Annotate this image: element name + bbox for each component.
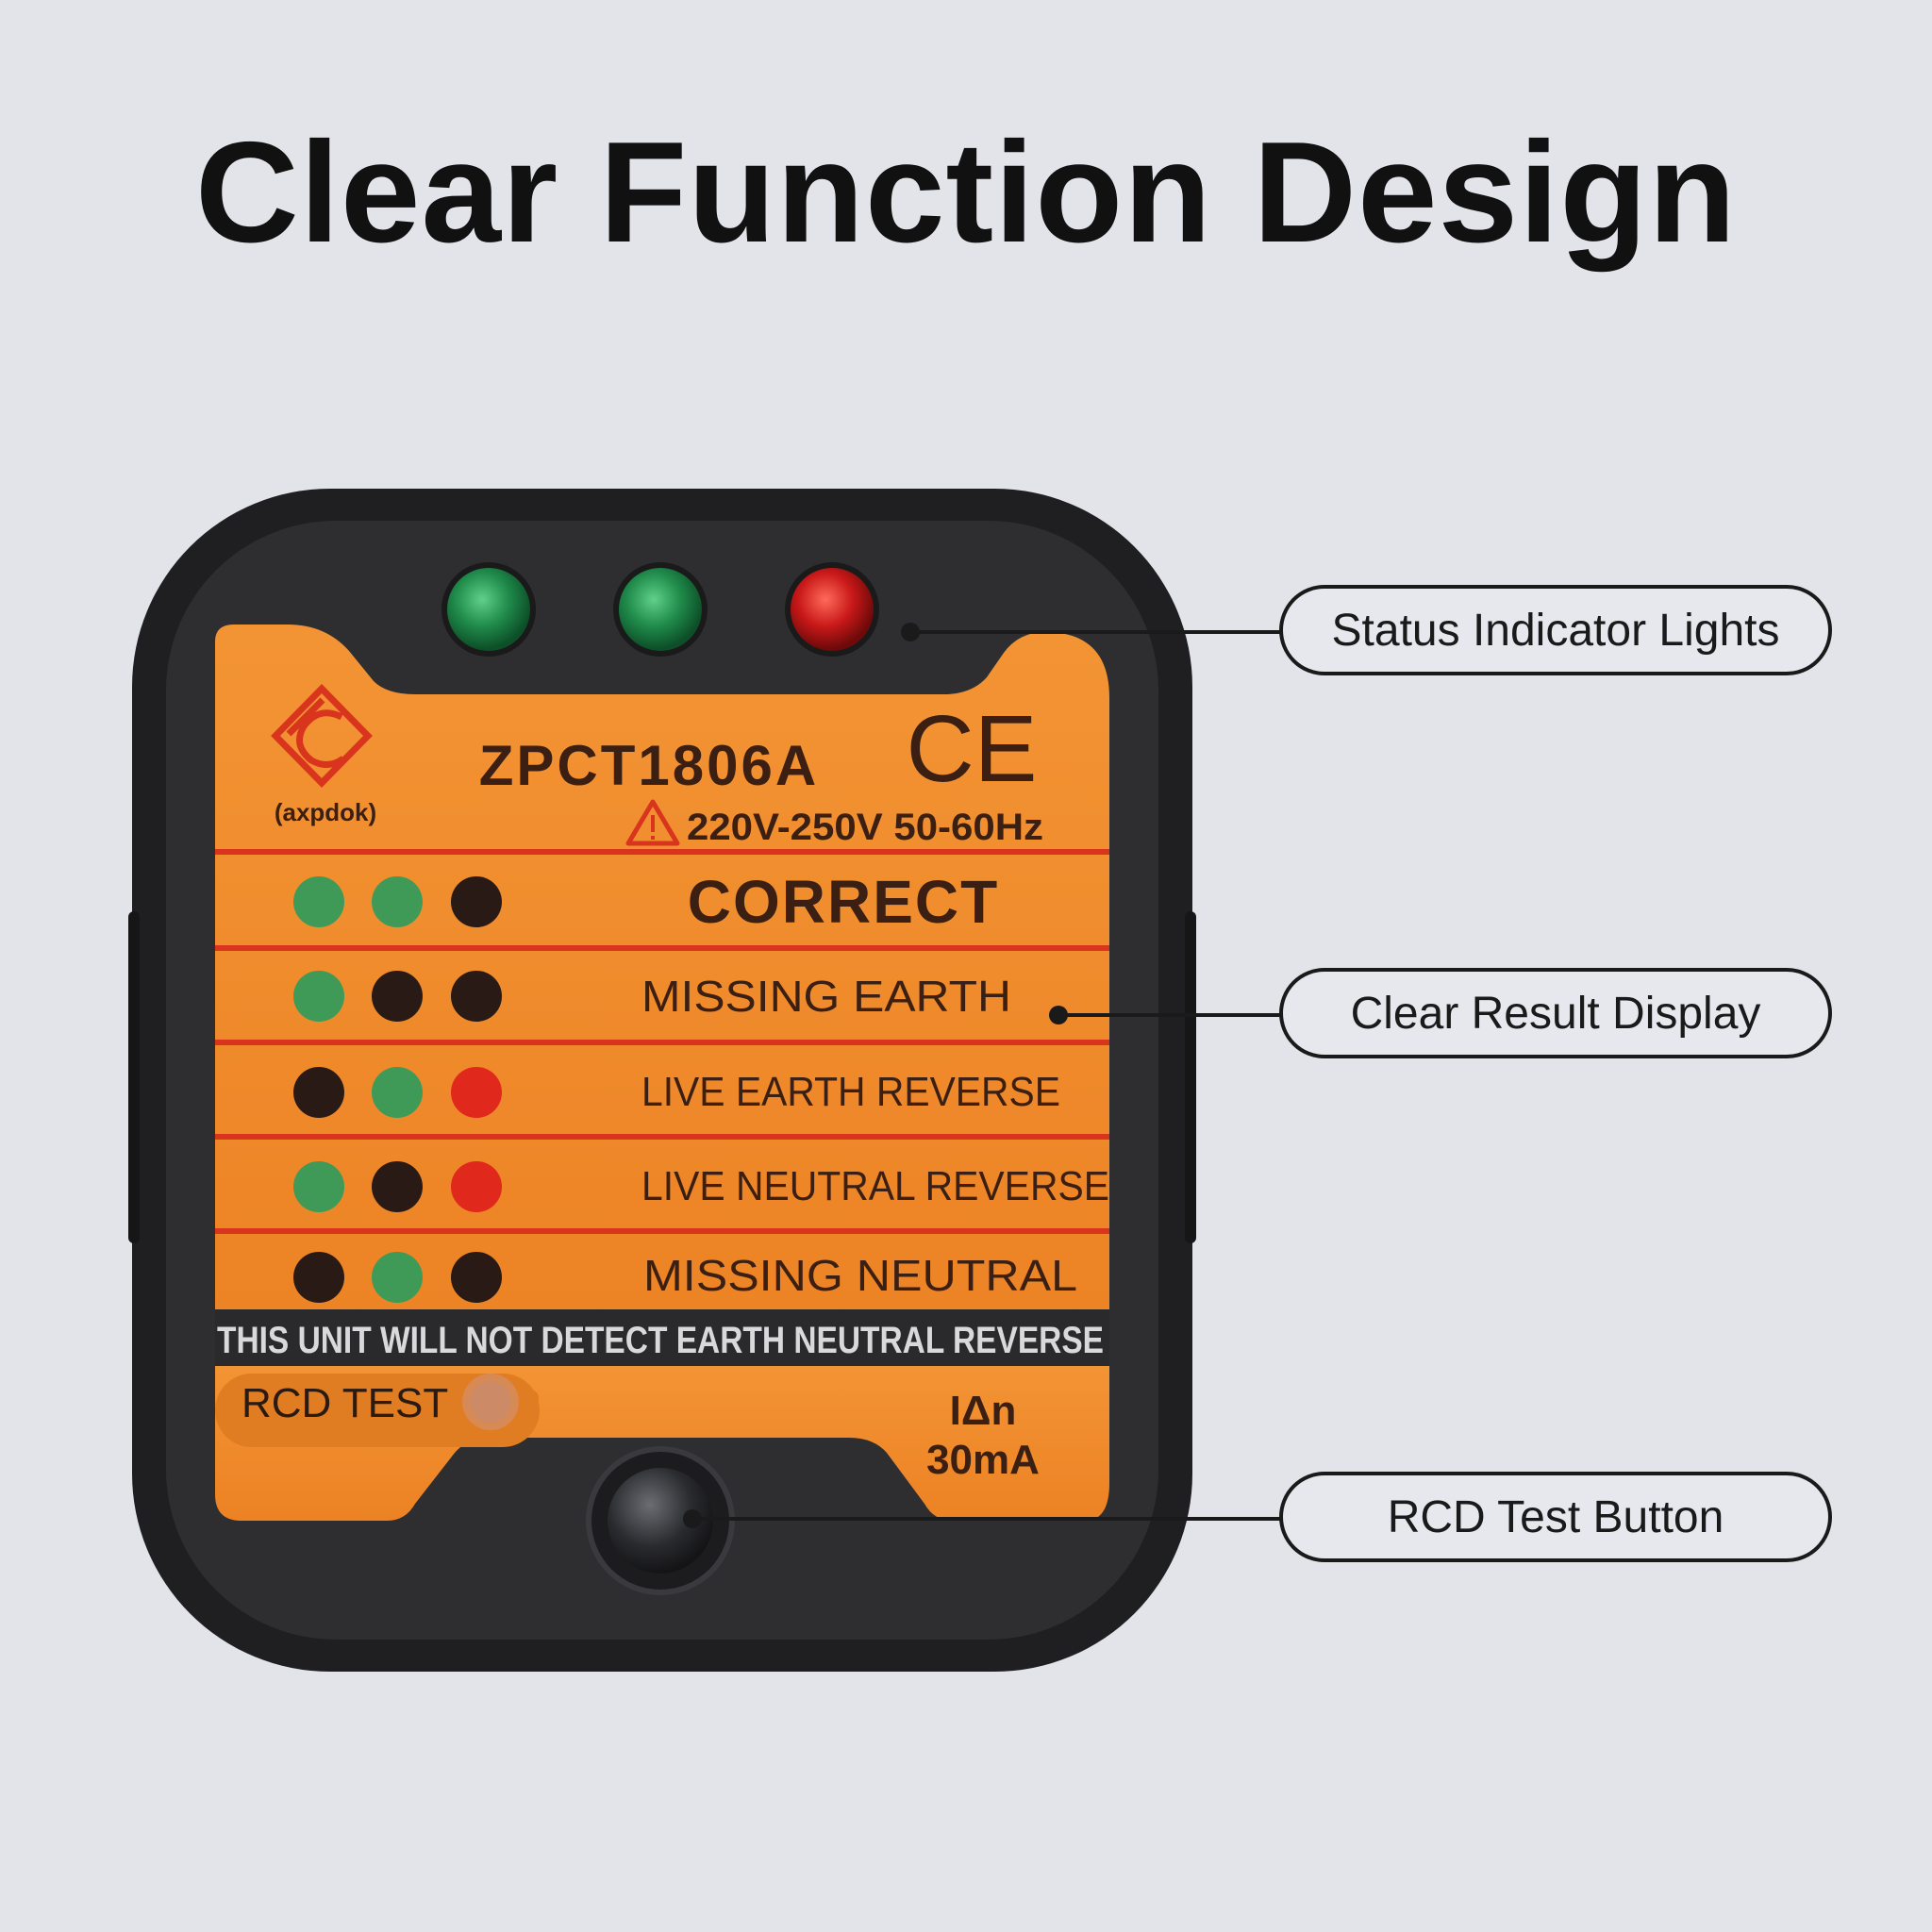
row-led	[293, 876, 344, 927]
row-led	[372, 1067, 423, 1118]
rcd-test-label: RCD TEST	[242, 1380, 448, 1426]
row-divider	[215, 1228, 1109, 1234]
row-label-missing-neutral: MISSING NEUTRAL	[643, 1251, 1077, 1300]
warning-triangle-icon	[625, 799, 680, 846]
warning-text: THIS UNIT WILL NOT DETECT EARTH NEUTRAL …	[217, 1320, 1104, 1361]
row-divider	[215, 849, 1109, 855]
rcd-test-button-cap[interactable]	[608, 1468, 713, 1574]
row-led	[372, 971, 423, 1022]
label-panel	[215, 625, 1109, 1366]
brand-name: (axpdok)	[275, 798, 376, 826]
row-led	[451, 971, 502, 1022]
result-table: CORRECT MISSING EARTH LIVE EARTH REVERSE…	[215, 849, 1109, 1303]
status-light-2	[619, 568, 702, 651]
row-led	[451, 1067, 502, 1118]
row-label-missing-earth: MISSING EARTH	[641, 972, 1011, 1021]
row-led	[372, 876, 423, 927]
status-indicator-lights	[441, 562, 879, 657]
warning-strip	[215, 1309, 1109, 1368]
status-light-1	[447, 568, 530, 651]
row-led	[372, 1161, 423, 1212]
voltage-rating: 220V-250V 50-60Hz	[687, 807, 1043, 848]
callout-rcd-test-button: RCD Test Button	[1279, 1472, 1832, 1562]
row-led	[372, 1252, 423, 1303]
row-divider	[215, 1040, 1109, 1045]
leader-line-button	[692, 1517, 1281, 1521]
callout-status-indicator-lights: Status Indicator Lights	[1279, 585, 1832, 675]
row-divider	[215, 945, 1109, 951]
row-led	[451, 1161, 502, 1212]
leader-line-result	[1058, 1013, 1281, 1017]
side-grip-left	[128, 911, 140, 1243]
row-led	[451, 1252, 502, 1303]
row-divider	[215, 1134, 1109, 1140]
current-value: 30mA	[926, 1437, 1040, 1483]
side-grip-right	[1185, 911, 1196, 1243]
row-led	[451, 876, 502, 927]
callout-clear-result-display: Clear Result Display	[1279, 968, 1832, 1058]
row-led	[293, 971, 344, 1022]
leader-line-status	[910, 630, 1281, 634]
rcd-test-tab	[215, 1374, 540, 1447]
row-led	[293, 1161, 344, 1212]
current-symbol: IΔn	[950, 1388, 1017, 1434]
row-label-live-neutral-reverse: LIVE NEUTRAL REVERSE	[641, 1163, 1109, 1209]
page-title: Clear Function Design	[194, 112, 1738, 273]
row-label-live-earth-reverse: LIVE EARTH REVERSE	[641, 1069, 1060, 1115]
ce-mark: CE	[907, 696, 1038, 802]
row-led	[293, 1067, 344, 1118]
brand-logo	[271, 683, 373, 789]
model-number: ZPCT1806A	[479, 734, 819, 797]
row-led	[293, 1252, 344, 1303]
row-label-correct: CORRECT	[688, 868, 999, 936]
status-light-3	[791, 568, 874, 651]
